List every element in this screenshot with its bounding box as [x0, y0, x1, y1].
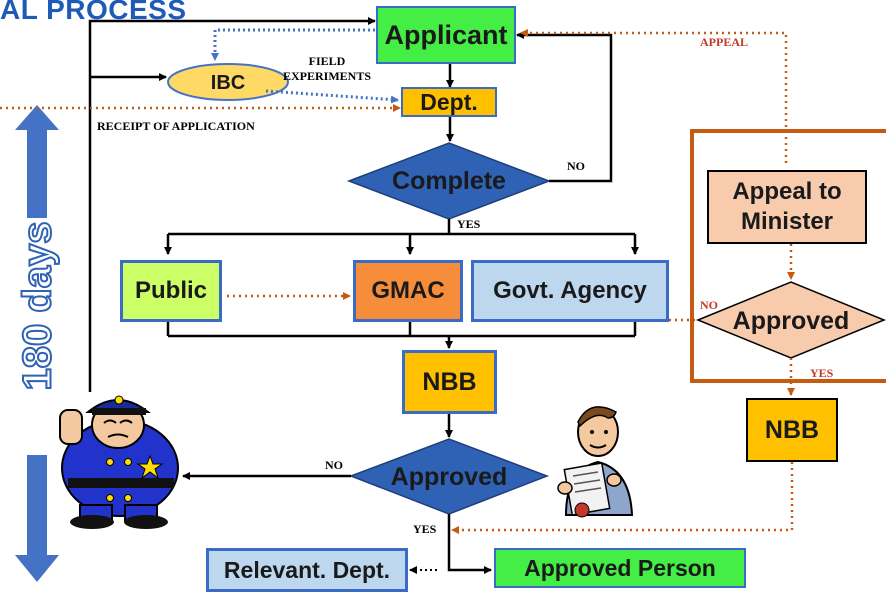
govt-agency-box: Govt. Agency [471, 260, 669, 322]
appeal-frame [690, 129, 886, 383]
yes-appeal-label: YES [810, 366, 834, 380]
approved-appeal-label: Approved [732, 306, 850, 335]
approved-person-illustration [557, 406, 634, 518]
yes-complete-label: YES [457, 217, 481, 231]
ibc-ellipse [167, 63, 289, 101]
complete-label: Complete [392, 166, 506, 195]
nbb-appeal-box: NBB [746, 398, 838, 462]
gmac-box: GMAC [353, 260, 463, 322]
big-up-arrow [15, 105, 59, 218]
relevant-dept-box: Relevant. Dept. [206, 548, 408, 592]
no-complete-label: NO [567, 159, 585, 173]
field-experiments-label: FIELD EXPERIMENTS [283, 54, 372, 83]
police-officer-illustration [59, 395, 179, 529]
appeal-label: APPEAL [700, 35, 748, 49]
receipt-of-application-label: RECEIPT OF APPLICATION [97, 119, 255, 133]
yes-main-label: YES [413, 522, 437, 536]
days-label: 180 days [15, 220, 61, 391]
approved-main-label: Approved [390, 462, 508, 491]
applicant-box: Applicant [376, 6, 516, 64]
approved-appeal-diamond [696, 281, 886, 359]
blue-dotted-connectors [211, 28, 399, 104]
no-main-label: NO [325, 458, 343, 472]
ibc-label: IBC [210, 71, 246, 94]
approved-main-diamond [348, 438, 550, 515]
public-box: Public [120, 260, 222, 322]
big-down-arrow [15, 455, 59, 582]
red-dotted-connectors [0, 29, 795, 534]
appeal-to-minister-box: Appeal to Minister [707, 170, 867, 244]
approved-person-box: Approved Person [494, 548, 746, 588]
nbb-main-box: NBB [402, 350, 497, 414]
no-appeal-label: NO [700, 298, 718, 312]
dept-box: Dept. [401, 87, 497, 117]
black-connectors [88, 17, 639, 574]
